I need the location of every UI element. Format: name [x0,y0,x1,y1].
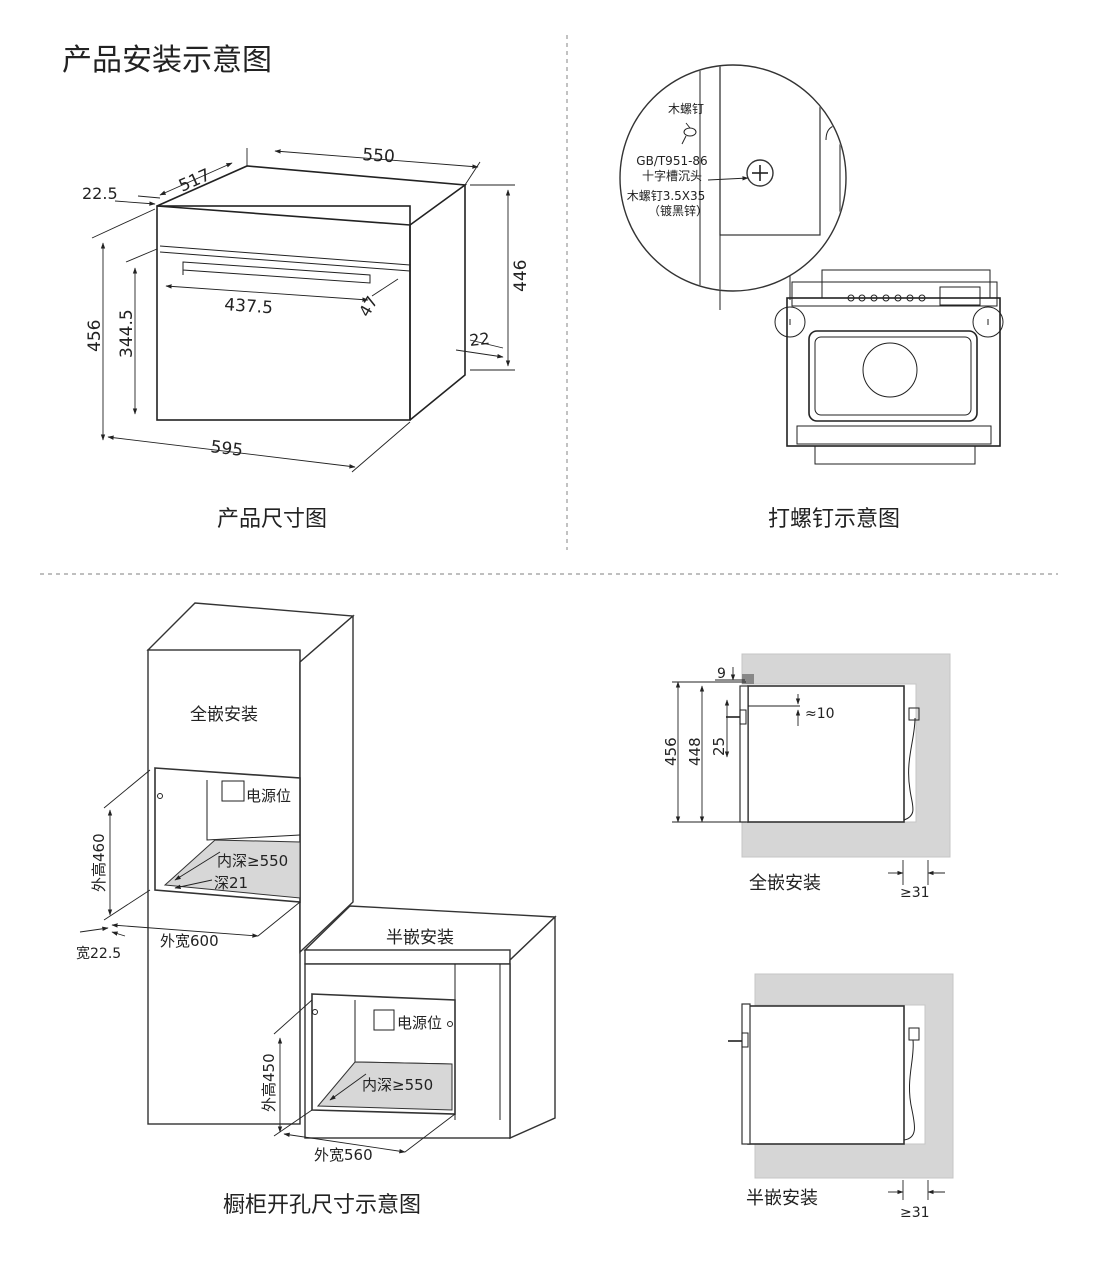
side-dim-448-full: 448 [686,737,704,766]
side-view-full-embed: 456 448 25 9 ≈10 ≥31 全嵌安装 [662,653,951,901]
caption-screw: 打螺钉示意图 [768,507,900,532]
label-half-embed-cabinet: 半嵌安装 [386,928,454,948]
oven-front-view [786,297,1001,447]
dim-22-5: 22.5 [82,184,118,203]
label-height-half: 外高450 [260,1053,278,1112]
oven-side-half [747,1005,905,1145]
half-embed-floor [316,1061,453,1111]
power-socket-icon-half [373,1009,395,1031]
label-full-embed-cabinet: 全嵌安装 [190,705,258,725]
side-gap-half: ≥31 [900,1205,930,1221]
side-dim-456-full: 456 [662,737,680,766]
label-spec: 木螺钉3.5X35 [627,189,706,203]
label-wood-screw: 木螺钉 [668,102,704,116]
screw-position-right [972,306,1004,338]
power-cord-full [903,717,916,821]
dim-550: 550 [362,145,396,167]
dim-456: 456 [85,320,105,352]
side-dim-25-full: 25 [710,737,728,756]
oven-side-full [747,685,905,823]
oven-side [409,185,466,421]
side-dim-9-full: 9 [717,666,726,682]
oven-door-window [808,330,978,422]
oven-fan [862,342,918,398]
caption-full-embed: 全嵌安装 [749,873,821,894]
product-size-drawing: 550 517 22.5 446 456 344.5 437.5 47 22 [82,145,531,532]
screw-position-left [774,306,806,338]
main-title: 产品安装示意图 [62,43,272,78]
label-finish: （镀黑锌） [648,204,708,218]
dim-446: 446 [511,260,531,292]
label-width-half: 外宽560 [314,1146,373,1164]
label-height-full: 外高460 [90,833,108,892]
side-dim-10-full: ≈10 [805,706,835,722]
label-depth-full: 内深≥550 [217,852,288,870]
side-gap-full: ≥31 [900,885,930,901]
caption-cabinet: 橱柜开孔尺寸示意图 [223,1193,421,1218]
label-depth-21: 深21 [214,874,248,892]
dim-595: 595 [209,437,244,461]
control-panel [791,281,998,307]
label-width-full: 外宽600 [160,932,219,950]
dim-22: 22 [468,329,490,350]
screw-drawing: 木螺钉 GB/T951-86 十字槽沉头 木螺钉3.5X35 （镀黑锌） 打螺钉… [619,64,1004,532]
label-power-half: 电源位 [397,1014,442,1032]
oven-handle [182,261,371,284]
dim-344-5: 344.5 [117,309,137,358]
caption-product-size: 产品尺寸图 [217,507,327,532]
dim-47: 47 [355,293,382,320]
side-view-half-embed: ≥31 半嵌安装 [728,973,954,1221]
label-cross-head: 十字槽沉头 [642,168,702,183]
dim-517: 517 [176,165,214,196]
label-standard: GB/T951-86 [636,154,707,168]
label-power-full: 电源位 [246,787,291,805]
label-edge-width: 宽22.5 [76,945,121,962]
power-socket-icon-full [221,780,245,802]
power-cord-half [903,1039,915,1141]
caption-half-embed: 半嵌安装 [746,1188,818,1209]
dim-437-5: 437.5 [224,295,274,318]
label-depth-half: 内深≥550 [362,1076,433,1094]
full-embed-floor [163,839,301,899]
cabinet-drawing: 外高460 外宽600 宽22.5 内深≥550 深21 电源位 全嵌安装 外高… [76,602,557,1218]
